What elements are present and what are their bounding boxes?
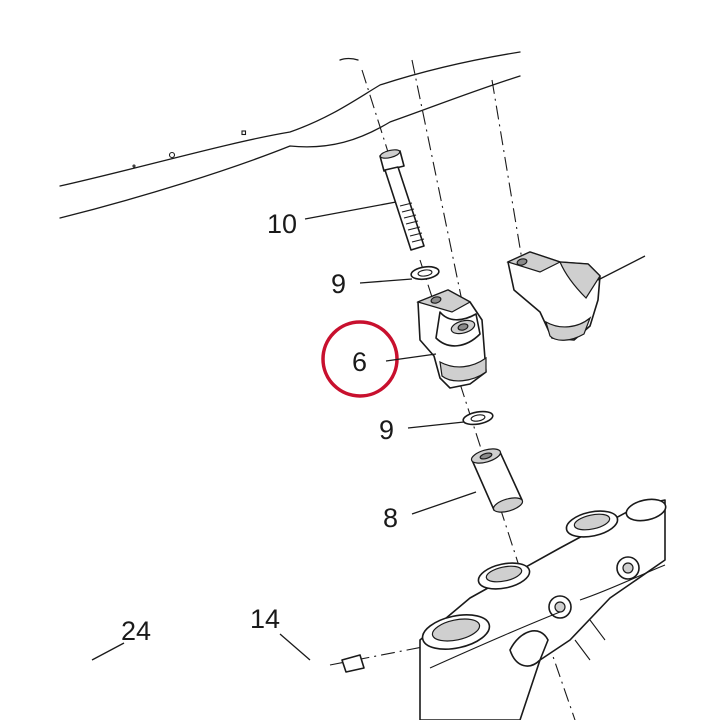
riser-clamp-6 xyxy=(416,289,487,389)
handlebar-mark xyxy=(241,130,247,136)
riser-clamp-right xyxy=(506,251,646,341)
callout-24: 24 xyxy=(121,616,151,646)
callout-10: 10 xyxy=(267,209,297,239)
top-yoke xyxy=(341,498,667,720)
callout-9-bottom: 9 xyxy=(379,415,394,445)
callout-8: 8 xyxy=(383,503,398,533)
leader-lines xyxy=(91,201,477,661)
handlebar-mark xyxy=(168,151,176,159)
washer-bottom-9 xyxy=(462,410,494,426)
callout-14: 14 xyxy=(250,604,280,634)
bolt-10 xyxy=(379,149,425,251)
callout-6: 6 xyxy=(352,347,367,377)
callout-9-top: 9 xyxy=(331,269,346,299)
handlebar xyxy=(59,51,521,219)
callout-labels: 10 9 6 9 8 24 14 xyxy=(121,209,398,646)
bushing-8 xyxy=(470,448,524,513)
handlebar-mark xyxy=(132,164,136,168)
washer-top-9 xyxy=(410,265,440,281)
